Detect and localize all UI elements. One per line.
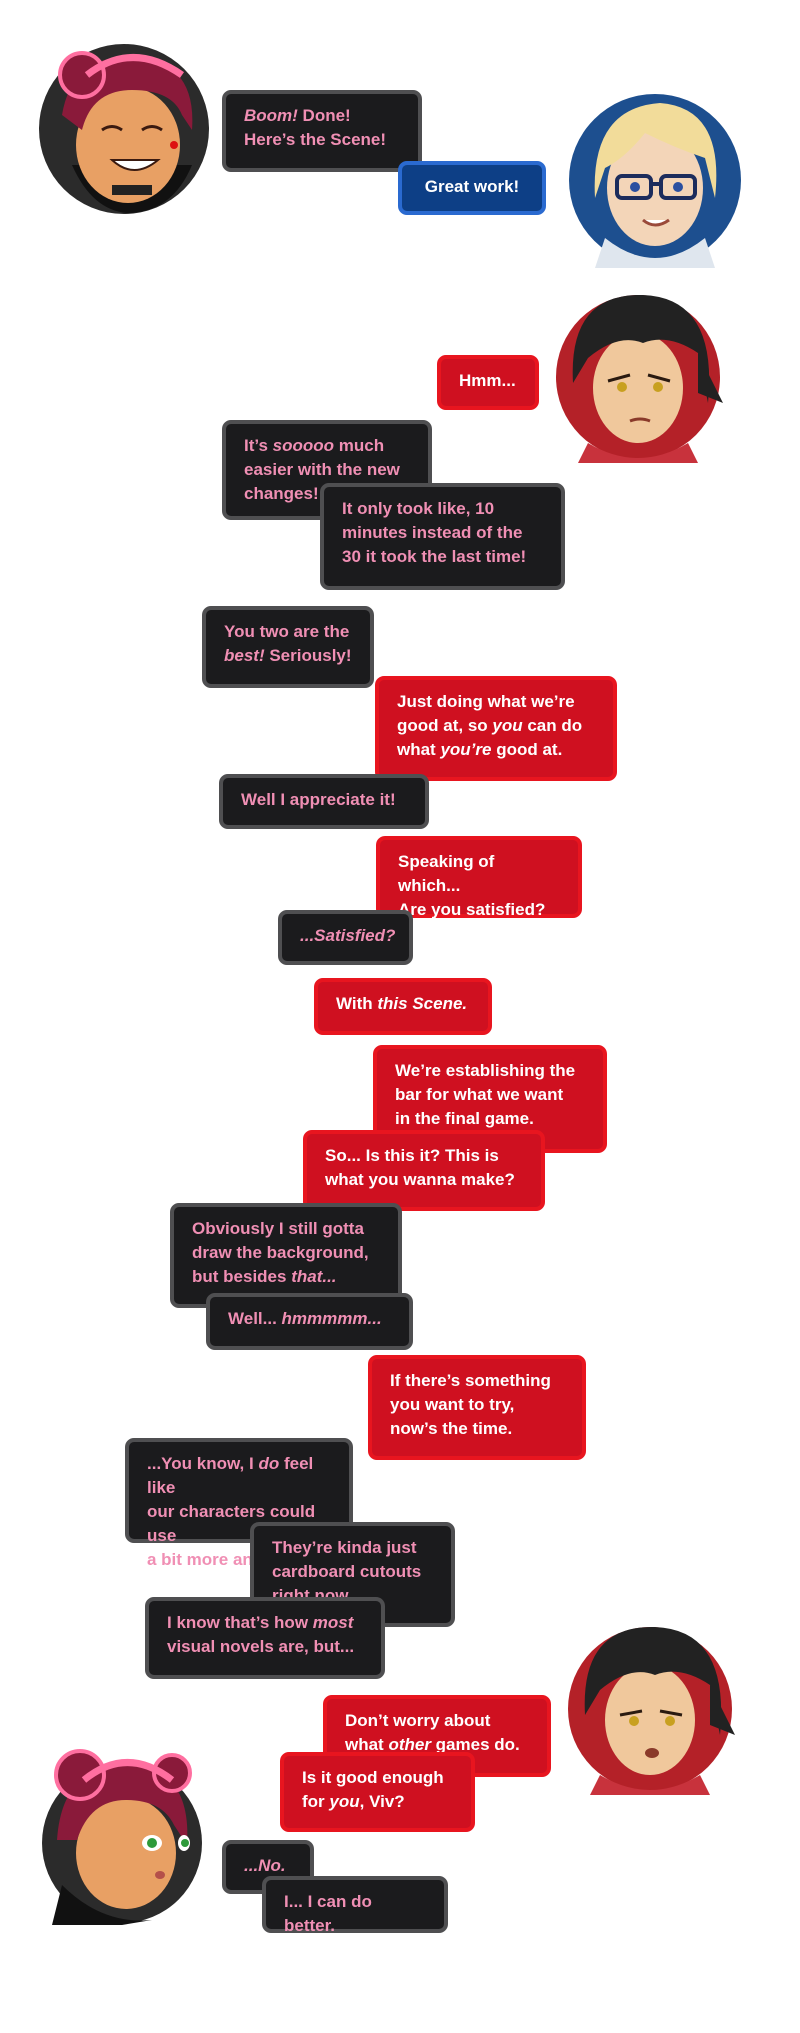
message-text-line: It only took like, 10 [342,499,495,518]
message-text-line: now’s the time. [390,1419,513,1438]
message-text-line: Just doing what we’re [397,692,575,711]
message-text-line: what you wanna make? [325,1170,515,1189]
message-text-line: So... Is this it? This is [325,1146,499,1165]
message-text-line: Here’s the Scene! [244,130,387,149]
message-text-line: in the final game. [395,1109,534,1128]
message-bubble: Well I appreciate it! [219,774,429,829]
message-text: ...No. [244,1856,286,1875]
message-text-line: what you’re good at. [397,740,563,759]
message-text-line: Speaking of which... [398,852,495,895]
message-text-line: Are you satisfied? [398,900,546,919]
viv-grinning-avatar [39,44,209,214]
message-bubble: Boom! Done! Here’s the Scene! [222,90,422,172]
message-bubble: Speaking of which... Are you satisfied? [376,836,582,919]
viv-pouting-avatar [42,1749,202,1925]
message-text-line: ...You know, I do feel like [147,1454,314,1497]
message-bubble: So... Is this it? This is what you wanna… [303,1130,545,1211]
message-text-line: It’s sooooo much [244,436,385,455]
message-text-line: I know that’s how most [167,1613,354,1632]
message-text-line: for you, Viv? [302,1792,405,1811]
message-text-line: cardboard cutouts [272,1562,422,1581]
message-text-line: They’re kinda just [272,1538,417,1557]
dark-haired-avatar [556,294,723,463]
message-text-line: minutes instead of the [342,523,523,542]
message-text-line: you want to try, [390,1395,515,1414]
message-text-line: Boom! Done! [244,106,351,125]
message-text-line: visual novels are, but... [167,1637,355,1656]
message-text-line: changes! [244,484,319,503]
message-bubble: ...Satisfied? [278,910,413,965]
message-text-line: but besides that... [192,1267,337,1286]
message-bubble: You two are the best! Seriously! [202,606,374,688]
message-text-line: Don’t worry about [345,1711,491,1730]
message-text-line: If there’s something [390,1371,551,1390]
message-text-line: bar for what we want [395,1085,564,1104]
message-bubble: It only took like, 10 minutes instead of… [320,483,565,590]
message-text-line: easier with the new [244,460,400,479]
message-text: Well I appreciate it! [241,790,396,809]
blonde-glasses-avatar [569,94,741,268]
message-text-line: Is it good enough [302,1768,444,1787]
message-bubble: Just doing what we’re good at, so you ca… [375,676,617,781]
message-text-line: You two are the [224,622,350,641]
message-text: ...Satisfied? [300,926,396,945]
message-bubble: I... I can do better. [262,1876,448,1935]
dark-haired-avatar [568,1626,735,1795]
message-text-line: 30 it took the last time! [342,547,527,566]
message-text-line: We’re establishing the [395,1061,576,1080]
message-bubble: Well... hmmmmm... [206,1293,413,1350]
message-text-line: good at, so you can do [397,716,583,735]
message-text-line: best! Seriously! [224,646,352,665]
message-bubble: Is it good enough for you, Viv? [280,1752,475,1832]
message-bubble: Hmm... [437,355,539,410]
message-bubble: Great work! [398,161,546,215]
message-bubble: I know that’s how most visual novels are… [145,1597,385,1679]
message-text: With this Scene. [336,994,468,1013]
message-bubble: If there’s something you want to try, no… [368,1355,586,1460]
message-text-line: our characters could use [147,1502,316,1545]
message-text: I... I can do better. [284,1892,372,1935]
message-text: Well... hmmmmm... [228,1309,382,1328]
message-text: Hmm... [459,371,516,390]
message-text-line: Obviously I still gotta [192,1219,364,1238]
message-bubble: With this Scene. [314,978,492,1035]
message-text-line: what other games do. [345,1735,520,1754]
message-text: Great work! [424,177,520,196]
message-text-line: draw the background, [192,1243,369,1262]
